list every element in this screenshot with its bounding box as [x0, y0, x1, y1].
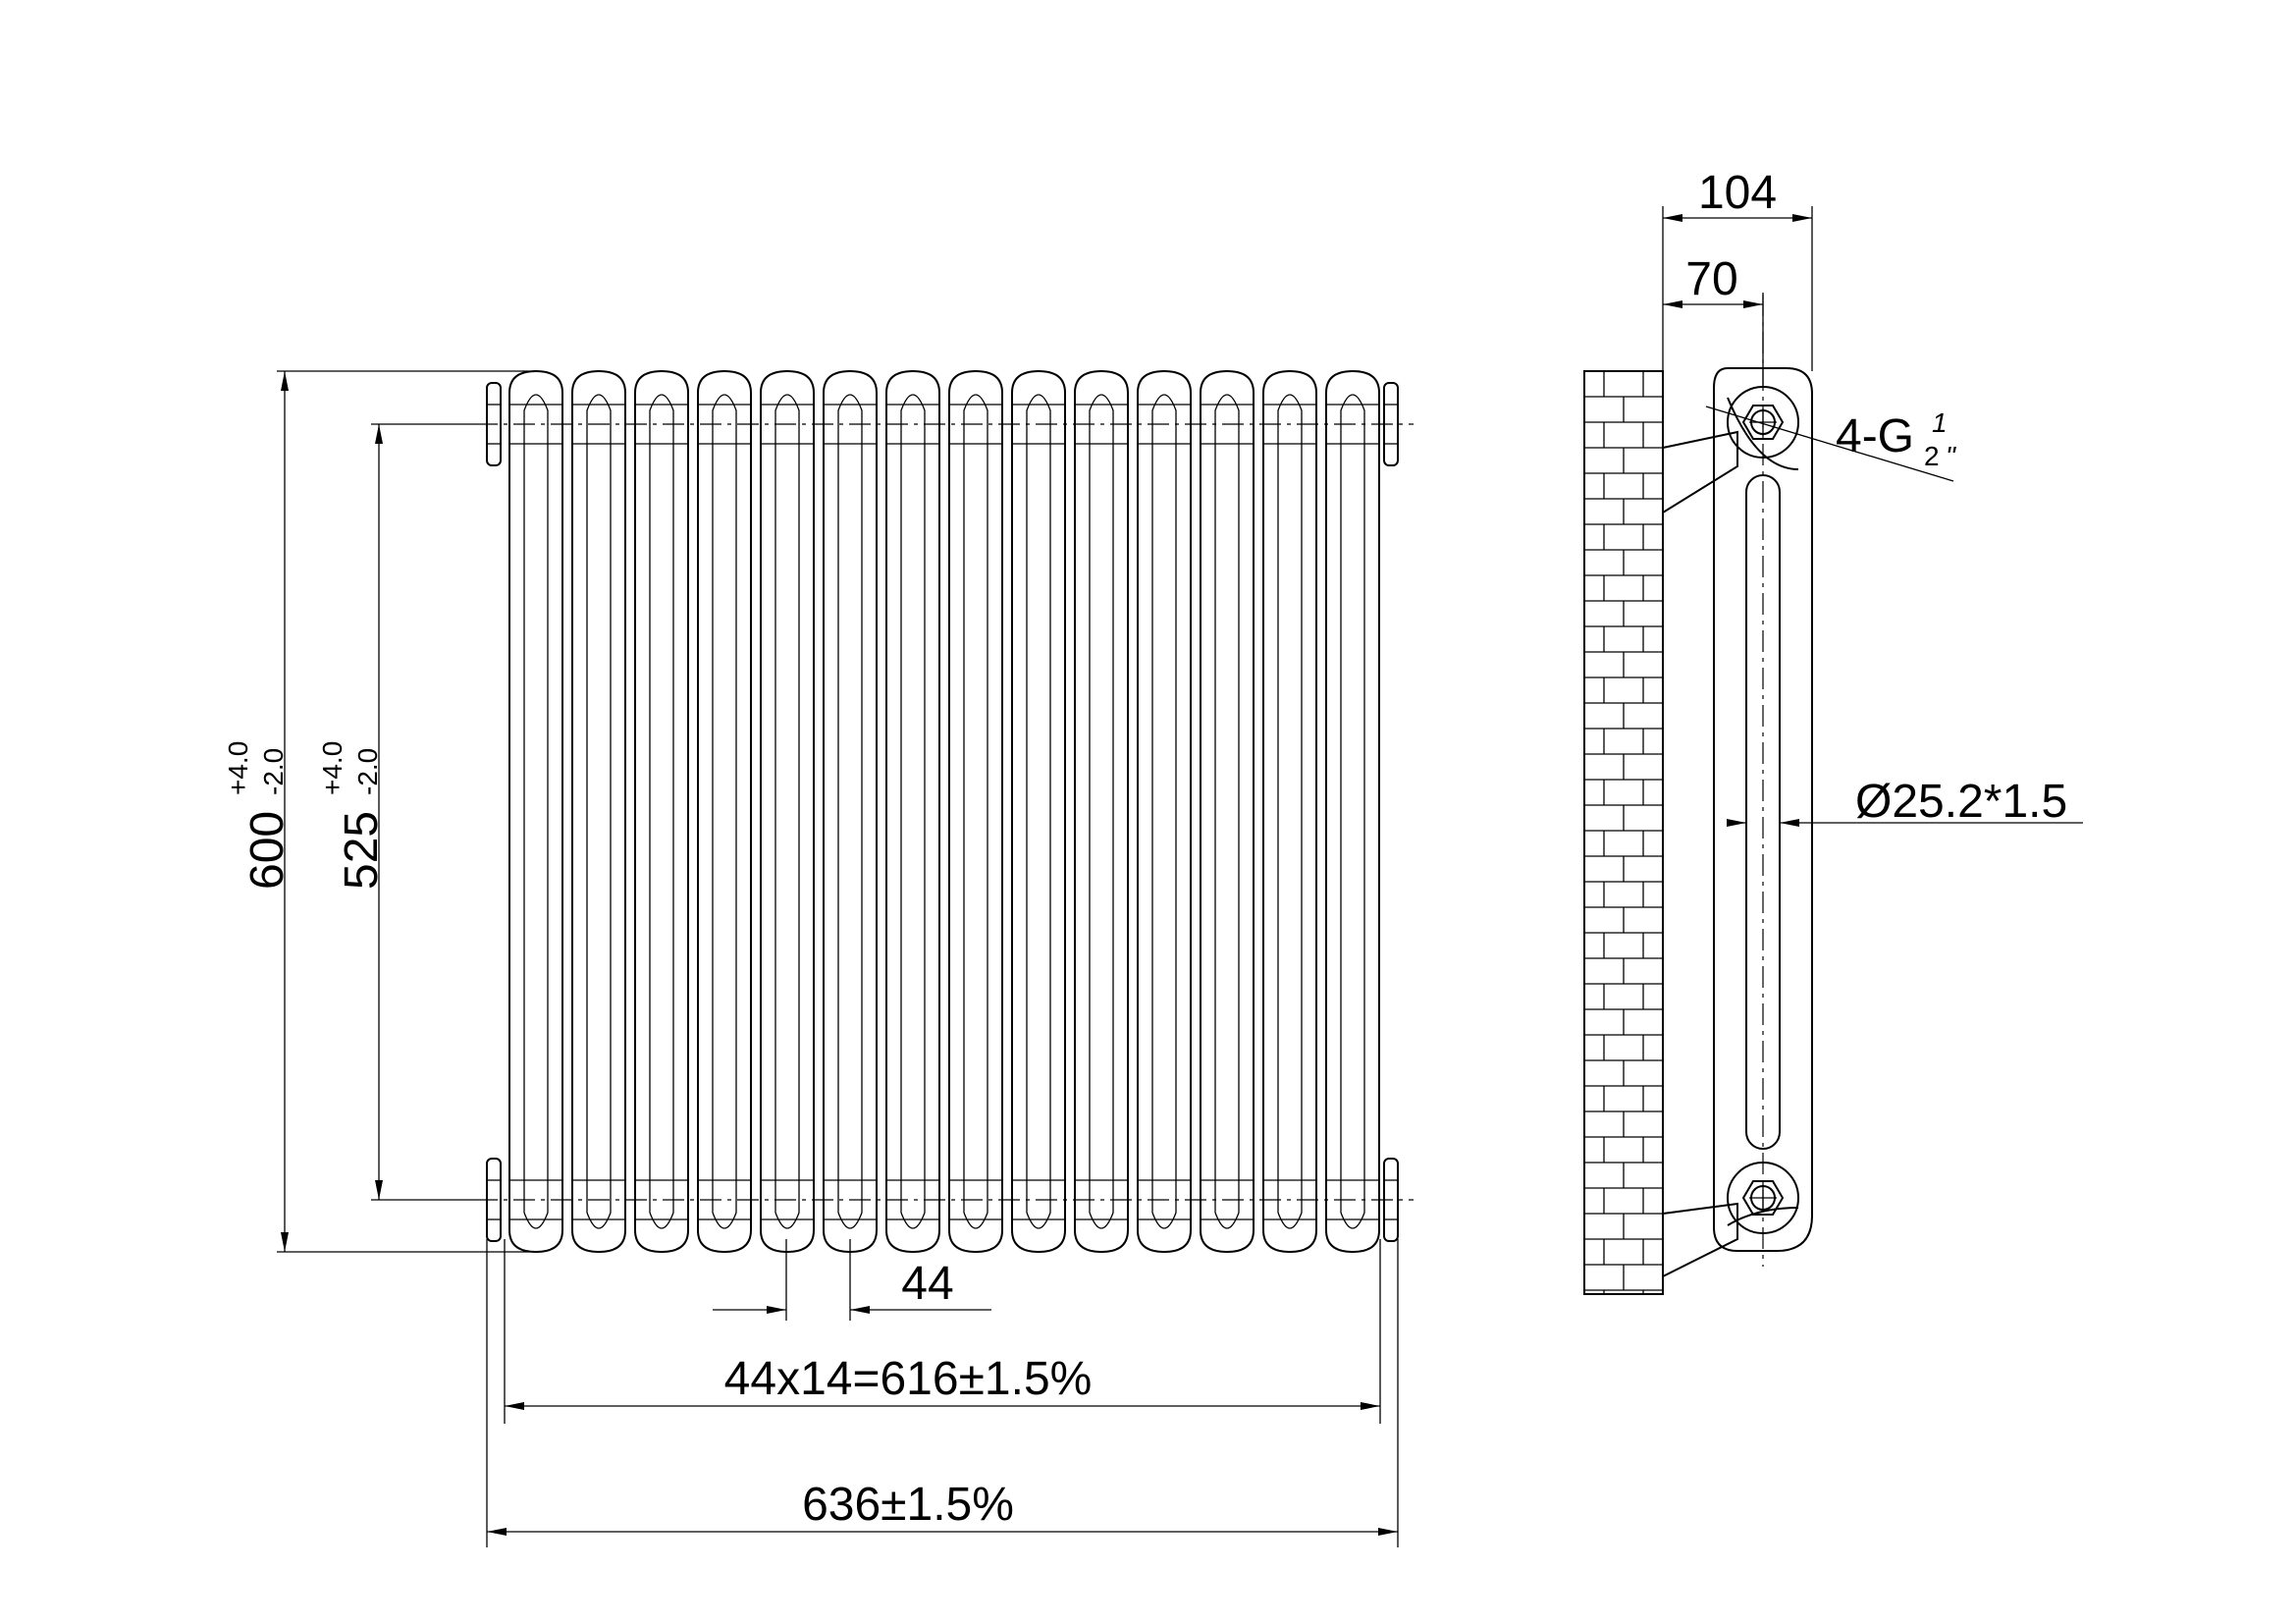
- height-dimension: 600 +4.0 -2.0: [223, 370, 530, 1253]
- radiator-column: [697, 369, 752, 1254]
- offset-value: 70: [1685, 253, 1737, 305]
- depth-value: 104: [1698, 167, 1777, 219]
- right-end-plugs: [1383, 382, 1399, 1242]
- svg-text:600: 600: [241, 811, 294, 890]
- radiator-column: [760, 369, 815, 1254]
- svg-text:525: 525: [336, 811, 388, 890]
- depth-dimension: 104: [1662, 167, 1813, 371]
- connection-unit: ": [1946, 441, 1956, 471]
- radiator-side-body: [1713, 295, 1813, 1267]
- pitch-dimension: 44: [713, 1239, 991, 1321]
- radiator-column: [1200, 369, 1255, 1254]
- radiator-column: [508, 369, 563, 1254]
- height-tolerance-lower: -2.0: [258, 748, 289, 795]
- radiator-column: [885, 369, 940, 1254]
- centers-tolerance-lower: -2.0: [352, 748, 383, 795]
- pitch-value: 44: [901, 1258, 953, 1310]
- radiator-column: [948, 369, 1003, 1254]
- bottom-connection: [1727, 1162, 1799, 1234]
- height-tolerance-upper: +4.0: [223, 741, 253, 795]
- connection-prefix: 4-G: [1836, 410, 1914, 462]
- radiator-column: [571, 369, 626, 1254]
- radiator-column: [823, 369, 878, 1254]
- tube-dimension: Ø25.2*1.5: [1727, 776, 2083, 828]
- radiator-column: [1137, 369, 1192, 1254]
- front-view: 600 +4.0 -2.0 525 +4.0 -2.0 44: [223, 369, 1414, 1547]
- total-width-value: 636±1.5%: [802, 1479, 1014, 1531]
- radiator-column: [1262, 369, 1317, 1254]
- tube-value: Ø25.2*1.5: [1855, 776, 2067, 828]
- radiator-column: [1011, 369, 1066, 1254]
- wall-bricks: [1583, 370, 1664, 1295]
- centers-tolerance-upper: +4.0: [317, 741, 347, 795]
- centers-value: 525: [336, 811, 388, 890]
- radiator-column: [634, 369, 689, 1254]
- offset-dimension: 70: [1663, 253, 1764, 387]
- span-value: 44x14=616±1.5%: [724, 1353, 1093, 1405]
- connection-callout: 4-G 1 2 ": [1705, 406, 1956, 482]
- radiator-column: [1074, 369, 1129, 1254]
- top-connection: [1727, 386, 1799, 459]
- connection-numerator: 1: [1932, 407, 1948, 438]
- height-value: 600: [241, 811, 294, 890]
- left-end-plugs: [486, 382, 502, 1242]
- centers-dimension: 525 +4.0 -2.0: [317, 423, 476, 1201]
- wall-brackets: [1662, 430, 1738, 1277]
- side-view: 104 70 4-G 1 2 " Ø25.2*1.5: [1583, 167, 2083, 1295]
- total-width-dimension: 636±1.5%: [486, 1239, 1399, 1547]
- svg-text:4-G: 4-G: [1836, 410, 1914, 462]
- span-dimension: 44x14=616±1.5%: [504, 1239, 1381, 1424]
- connection-denominator: 2: [1924, 441, 1940, 471]
- radiator-column: [1325, 369, 1380, 1254]
- radiator-columns: [508, 369, 1380, 1254]
